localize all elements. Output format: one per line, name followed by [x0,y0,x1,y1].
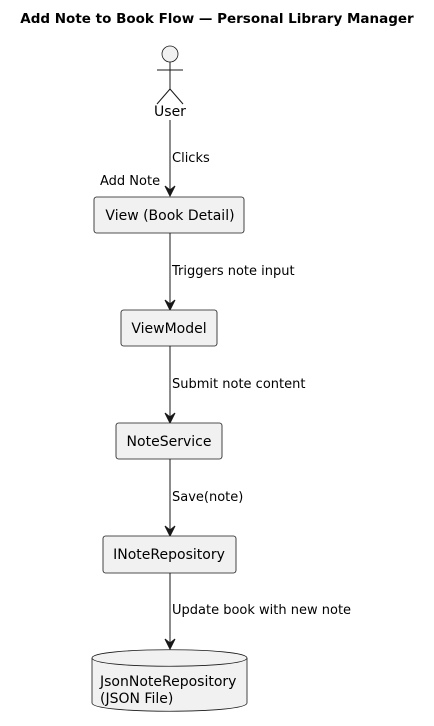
edge-user-to-view [164,120,176,198]
node-inote-repository: INoteRepository [102,535,237,574]
edge-service-to-repo [164,459,176,538]
edge-label-submit-note-content: Submit note content [172,377,305,392]
node-json-repo-label-line2: (JSON File) [100,691,173,707]
node-inote-repository-label: INoteRepository [113,547,225,563]
edge-label-clicks: Clicks [172,151,210,166]
edge-label-save-note: Save(note) [172,490,243,505]
node-json-note-repository-database-icon: JsonNoteRepository (JSON File) [91,649,248,712]
edge-repo-to-json [164,573,176,651]
edge-label-update-book: Update book with new note [172,603,351,618]
node-view-book-detail-label: View (Book Detail) [105,208,234,224]
edge-label-triggers-note-input: Triggers note input [171,264,295,279]
node-view-book-detail: View (Book Detail) [93,196,245,234]
node-json-repo-label-line1: JsonNoteRepository [99,674,236,690]
node-viewmodel: ViewModel [120,309,218,347]
node-note-service-label: NoteService [127,434,212,450]
edge-label-add-note: Add Note [100,174,160,189]
diagram-title: Add Note to Book Flow — Personal Library… [20,11,414,27]
user-actor-icon [156,45,184,105]
edge-viewmodel-to-service [164,346,176,425]
node-viewmodel-label: ViewModel [131,321,206,337]
actor-label: User [154,104,186,120]
edge-view-to-viewmodel [164,233,176,312]
node-note-service: NoteService [115,422,223,460]
